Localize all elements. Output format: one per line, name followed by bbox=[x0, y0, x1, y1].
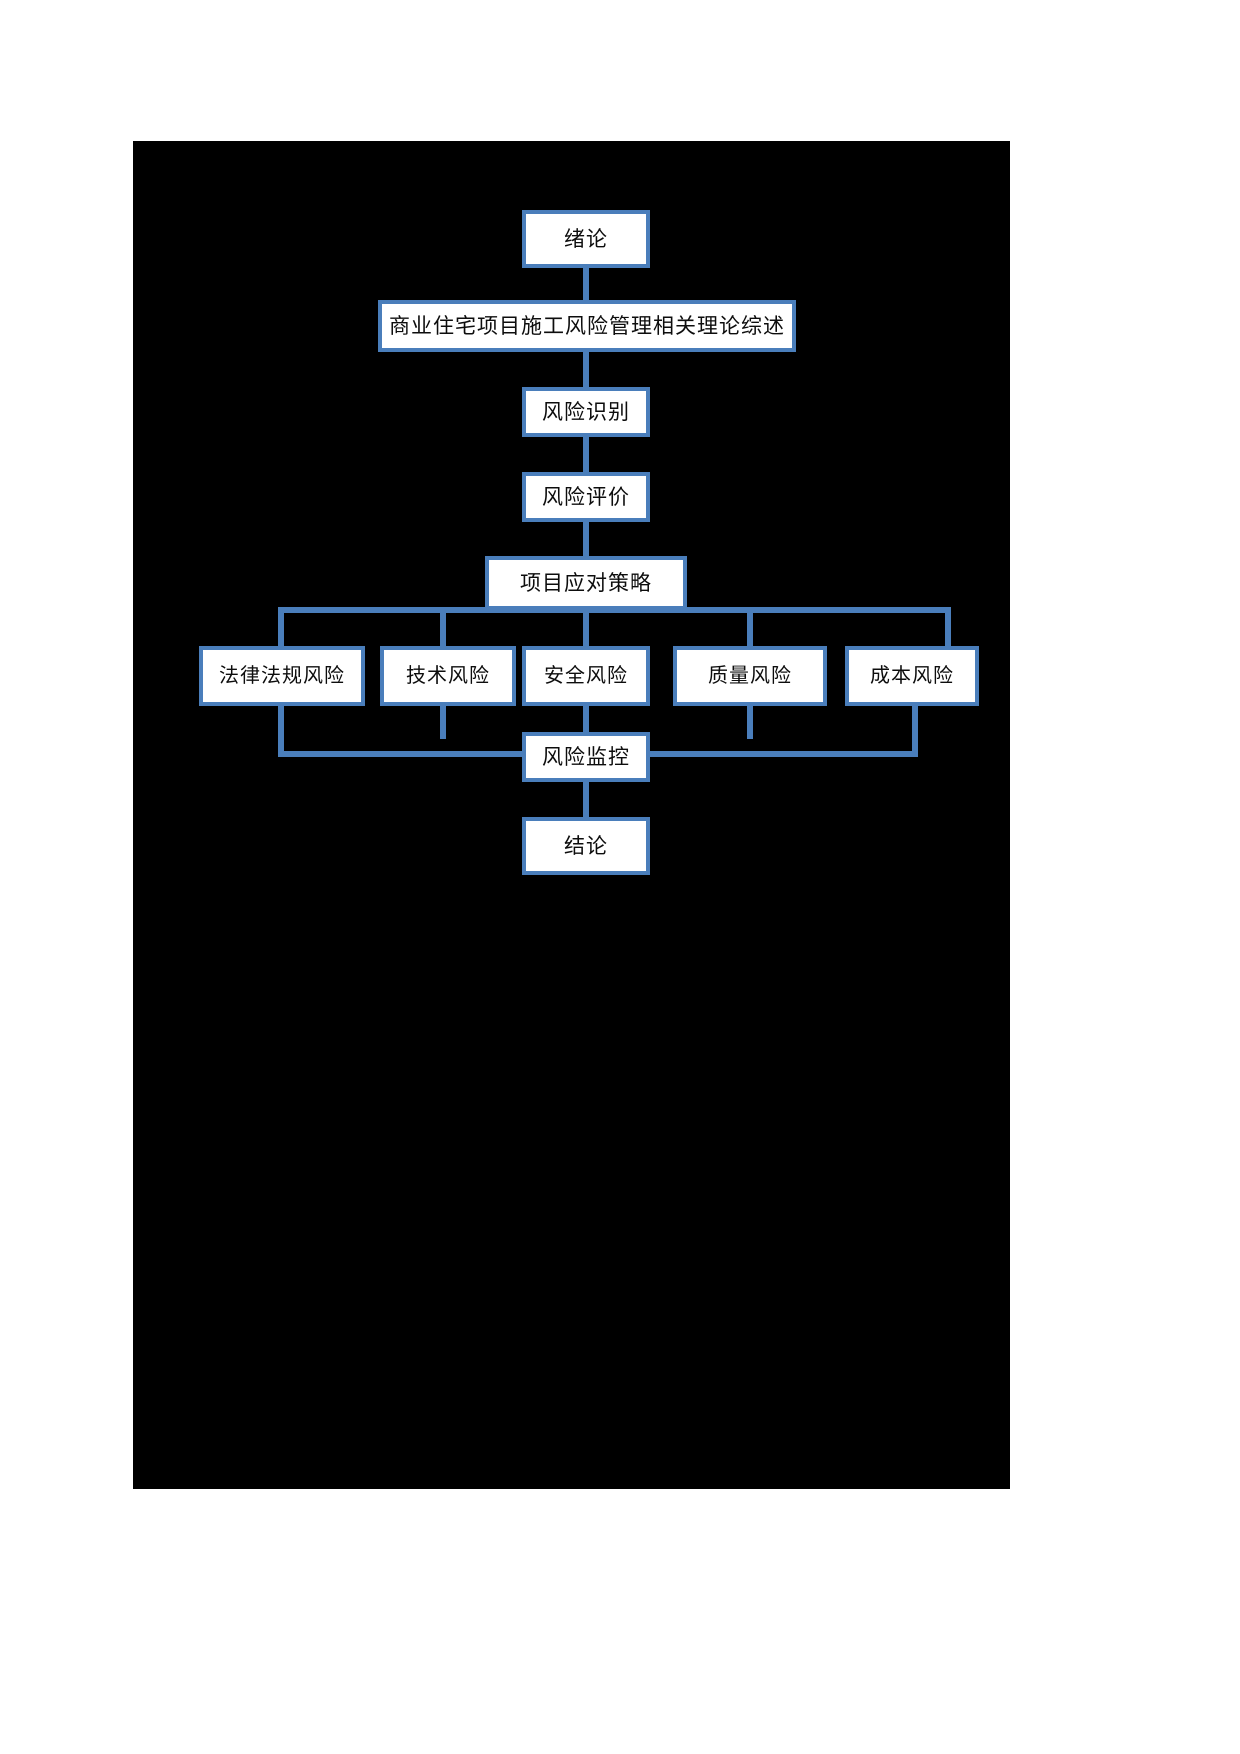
node-label: 风险识别 bbox=[542, 399, 630, 424]
connector-n8-n11 bbox=[583, 705, 589, 757]
flowchart-node-technical-risk[interactable]: 技术风险 bbox=[380, 646, 516, 706]
flowchart-node-introduction[interactable]: 绪论 bbox=[522, 210, 650, 268]
node-label: 质量风险 bbox=[708, 665, 792, 687]
connector-n5-n6 bbox=[278, 607, 284, 647]
node-label: 商业住宅项目施工风险管理相关理论综述 bbox=[389, 313, 785, 338]
flowchart-node-quality-risk[interactable]: 质量风险 bbox=[673, 646, 827, 706]
connector-n1-n2 bbox=[583, 267, 589, 303]
node-label: 技术风险 bbox=[406, 665, 490, 687]
flowchart-node-risk-evaluation[interactable]: 风险评价 bbox=[522, 472, 650, 522]
connector-n5-n8 bbox=[583, 607, 589, 647]
flowchart-node-project-response-strategy[interactable]: 项目应对策略 bbox=[485, 556, 687, 610]
flowchart-node-risk-identification[interactable]: 风险识别 bbox=[522, 387, 650, 437]
node-label: 结论 bbox=[564, 833, 608, 858]
node-label: 项目应对策略 bbox=[520, 570, 652, 595]
connector-merge-bus-right bbox=[583, 751, 918, 757]
node-label: 成本风险 bbox=[870, 665, 954, 687]
flowchart-node-legal-regulatory-risk[interactable]: 法律法规风险 bbox=[199, 646, 365, 706]
connector-n5-n9 bbox=[747, 607, 753, 647]
node-label: 风险监控 bbox=[542, 744, 630, 769]
connector-n6-drop bbox=[278, 705, 284, 757]
connector-n5-n10 bbox=[945, 607, 951, 647]
document-page-panel: 绪论 商业住宅项目施工风险管理相关理论综述 风险识别 风险评价 项目应对策略 法… bbox=[133, 141, 1010, 1489]
connector-n11-n12 bbox=[583, 779, 589, 819]
connector-n9-drop bbox=[747, 705, 753, 739]
node-label: 法律法规风险 bbox=[219, 665, 345, 687]
flowchart-node-risk-monitoring[interactable]: 风险监控 bbox=[522, 732, 650, 782]
connector-n4-n5 bbox=[583, 519, 589, 557]
connector-n3-n4 bbox=[583, 433, 589, 473]
node-label: 绪论 bbox=[564, 226, 608, 251]
connector-n5-n7 bbox=[440, 607, 446, 647]
flowchart-node-conclusion[interactable]: 结论 bbox=[522, 817, 650, 875]
flowchart-node-theory-review[interactable]: 商业住宅项目施工风险管理相关理论综述 bbox=[378, 300, 796, 352]
flowchart-node-safety-risk[interactable]: 安全风险 bbox=[522, 646, 650, 706]
connector-merge-bus-left bbox=[278, 751, 588, 757]
connector-n2-n3 bbox=[583, 349, 589, 389]
node-label: 安全风险 bbox=[544, 665, 628, 687]
node-label: 风险评价 bbox=[542, 484, 630, 509]
flowchart-diagram: 绪论 商业住宅项目施工风险管理相关理论综述 风险识别 风险评价 项目应对策略 法… bbox=[133, 141, 1010, 1489]
connector-n7-drop bbox=[440, 705, 446, 739]
flowchart-node-cost-risk[interactable]: 成本风险 bbox=[845, 646, 979, 706]
connector-fanout-bus bbox=[278, 607, 951, 613]
connector-n10-drop bbox=[912, 705, 918, 757]
